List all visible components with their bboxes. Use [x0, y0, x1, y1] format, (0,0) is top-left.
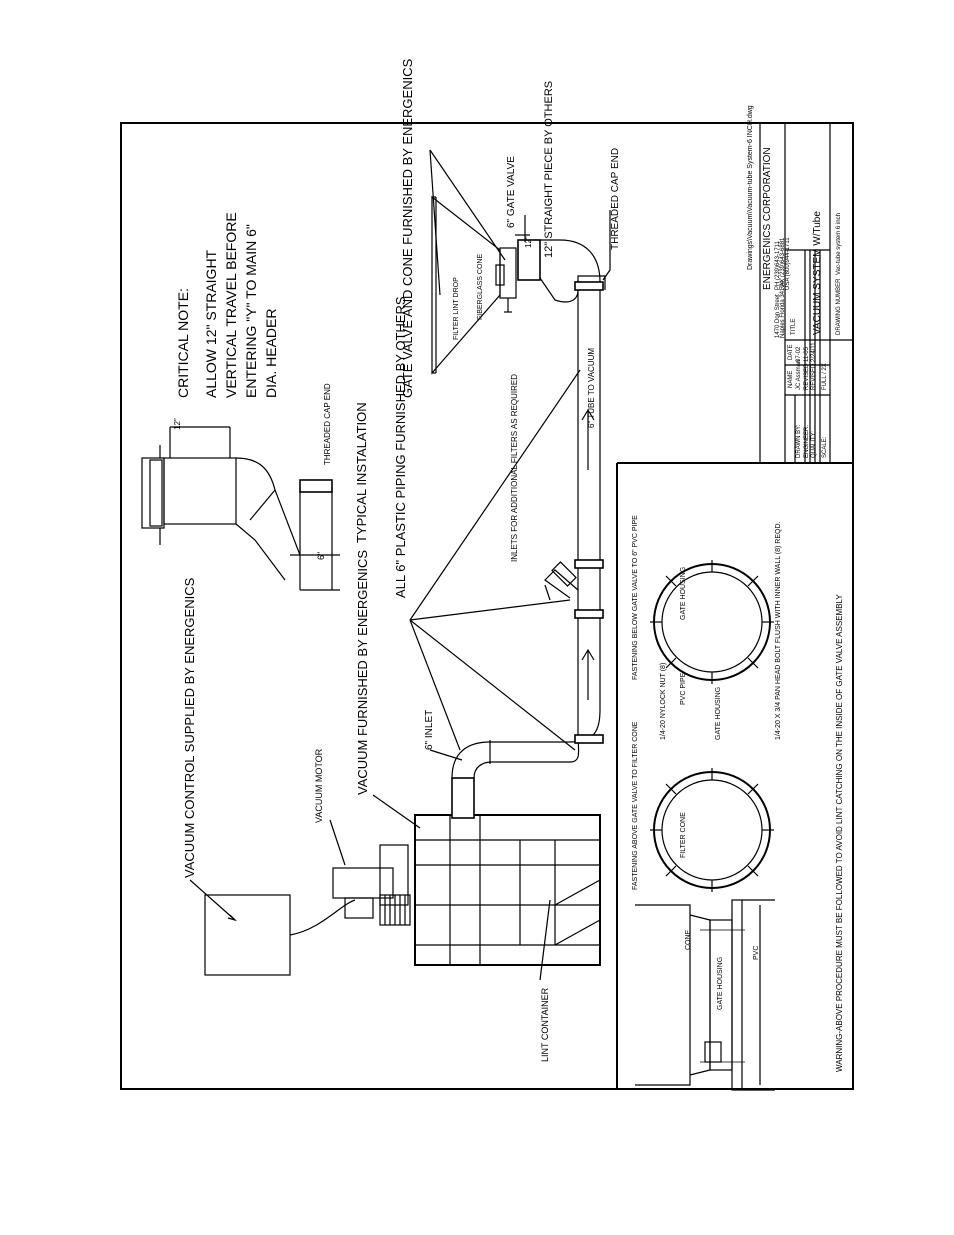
critical-note-line3: ENTERING "Y" TO MAIN 6" — [243, 224, 259, 398]
title-block-frame — [759, 123, 853, 463]
flow-arrows — [581, 408, 595, 700]
label-nylock-nut: 1/4-20 NYLOCK NUT (8) — [660, 663, 667, 740]
tb-drawn-name: JC Assman — [796, 360, 802, 390]
elbow-to-gate-valve — [517, 239, 601, 303]
label-fastening-below: FASTENING BELOW GATE VALVE TO 6" PVC PIP… — [632, 515, 639, 680]
label-dim-12-top: 12" — [173, 418, 182, 430]
critical-note-heading: CRITICAL NOTE: — [175, 288, 191, 398]
vacuum-control-box — [204, 894, 291, 976]
label-typical-installation: TYPICAL INSTALATION — [354, 402, 369, 543]
tb-name-header: NAME — [788, 371, 794, 388]
label-all-piping: ALL 6" PLASTIC PIPING FURNISHED BY OTHER… — [393, 296, 408, 598]
label-gate-valve-cone: GATE VALVE AND CONE FURNISHED BY ENERGEN… — [400, 58, 415, 398]
typical-installation-detail — [141, 426, 340, 591]
label-straight-piece: 12" STRAIGHT PIECE BY OTHERS — [543, 81, 555, 258]
tb-scale: SCALE: — [822, 436, 828, 458]
tb-revised2: REVISED — [811, 363, 817, 390]
label-fastening-above: FASTENING ABOVE GATE VALVE TO FILTER CON… — [632, 721, 639, 890]
label-lint-container: LINT CONTAINER — [540, 987, 550, 1062]
label-inlets-additional: INLETS FOR ADDITIONAL FILTERS AS REQUIRE… — [510, 374, 519, 562]
gate-valve-assembly — [495, 247, 517, 313]
label-threaded-cap-end-1: THREADED CAP END — [323, 383, 332, 465]
inlet-pipe — [451, 740, 570, 819]
label-gate-housing-2: GATE HOUSING — [715, 687, 722, 740]
vacuum-motor — [332, 844, 411, 926]
label-tube-to-vacuum: 6" TUBE TO VACUUM — [587, 348, 596, 428]
label-threaded-cap-end-2: THREADED CAP END — [610, 148, 621, 250]
tb-engineer: ENGINEER: — [804, 425, 810, 458]
branch-y-inlet — [544, 561, 579, 599]
cone-section-detail — [635, 899, 775, 1091]
critical-note-line1: ALLOW 12" STRAIGHT — [203, 249, 219, 398]
control-cable — [289, 899, 356, 936]
tb-usa: USA (800)944-1711 — [785, 237, 791, 290]
tb-drawing-number: Vac-tube system 6 inch — [836, 213, 842, 275]
tb-drawn-date: 07-02 — [796, 346, 802, 362]
critical-note-line4: DIA. HEADER — [263, 309, 279, 398]
label-cone: CONE — [685, 929, 692, 950]
tb-revised2-date: 2/24/11 — [811, 342, 817, 362]
label-vacuum-furnished: VACUUM FURNISHED BY ENERGENICS — [355, 550, 370, 795]
fastening-below-ring — [650, 560, 774, 684]
main-header-pipe — [569, 275, 606, 763]
label-filter-cone: FILTER CONE — [680, 812, 687, 858]
tb-file-path: Drawings\Vacuum\Vacuum-tube System-6 INC… — [747, 105, 754, 270]
label-gate-valve-6: 6" GATE VALVE — [506, 156, 517, 228]
label-gate-housing: GATE HOUSING — [717, 957, 724, 1010]
tb-quality: QUALITY: — [811, 431, 817, 458]
label-gate-housing-3: GATE HOUSING — [680, 567, 687, 620]
fastening-above-ring — [650, 768, 774, 892]
tb-fax: FAX (239)643-6881 — [780, 237, 786, 290]
label-filter-lint-drop: FILTER LINT DROP — [453, 277, 460, 340]
warning-note: WARNING-ABOVE PROCEDURE MUST BE FOLLOWED… — [835, 594, 844, 1072]
fiberglass-cone — [431, 195, 501, 375]
leader-lines — [189, 149, 611, 981]
tb-title: VACUUM SYSTEM W/Tube — [812, 211, 823, 335]
vacuum-housing — [414, 814, 601, 966]
label-vacuum-control: VACUUM CONTROL SUPPLIED BY ENERGENICS — [182, 577, 197, 878]
label-pvc: PVC — [753, 946, 760, 960]
tb-revised1: REVISED — [804, 363, 810, 390]
label-vacuum-motor: VACUUM MOTOR — [314, 748, 324, 823]
detail-panel-frame — [616, 462, 853, 1089]
tb-drawing-number-header: DRAWING NUMBER — [836, 278, 842, 335]
label-dim-6: 6" — [316, 552, 326, 560]
label-pvc-pipe: PVC PIPE — [680, 672, 687, 705]
tb-revised1-date: 11-05 — [804, 346, 810, 362]
tb-address1: 1470 Don Street — [775, 294, 781, 338]
tb-company: ENERGENICS CORPORATION — [762, 147, 773, 290]
tb-address2: Naples Florida 34104 — [780, 280, 786, 338]
label-pan-head-bolt: 1/4-20 X 3/4 PAN HEAD BOLT FLUSH WITH IN… — [775, 521, 782, 740]
label-fiberglass-cone: FIBERGLASS CONE — [477, 254, 484, 320]
drawing-border — [120, 122, 854, 1090]
tb-title-header: TITLE — [791, 319, 797, 335]
critical-note-line2: VERTICAL TRAVEL BEFORE — [223, 212, 239, 398]
tb-phone: PH (239)643-1711 — [775, 240, 781, 290]
tb-date-header: DATE — [788, 344, 794, 360]
tb-scale-value: FULL / 2X — [822, 363, 828, 390]
tb-drawn-by: DRAWN BY: — [796, 424, 802, 458]
label-inlet-6: 6" INLET — [424, 710, 435, 750]
label-dim-12-right: 12" — [524, 236, 533, 248]
